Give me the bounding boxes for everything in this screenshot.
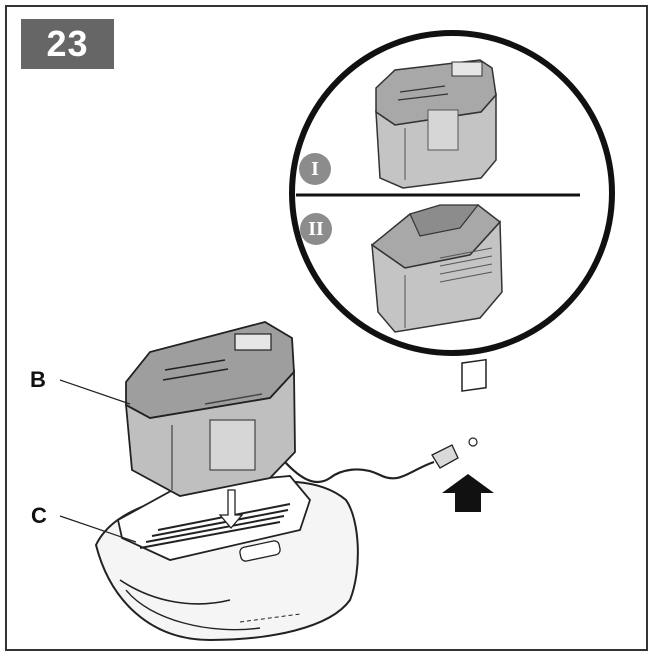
battery-leader-line (59, 379, 131, 405)
insert-battery-arrow (218, 489, 244, 530)
battery-pack (124, 321, 296, 497)
battery-variant-two (370, 204, 503, 333)
charger-leader-line (59, 515, 137, 543)
charger-base (94, 475, 359, 642)
insert-plug-arrow (442, 474, 494, 512)
variant-one-marker: I (299, 153, 331, 185)
charger-callout-label: C (31, 503, 47, 528)
wall-socket (461, 358, 487, 447)
variant-two-marker: II (300, 213, 332, 245)
figure-frame (5, 5, 648, 651)
battery-callout-label: B (30, 367, 46, 392)
detail-circle (289, 30, 615, 356)
battery-variant-one (375, 59, 497, 189)
mains-plug (431, 444, 459, 469)
step-number-badge: 23 (21, 19, 114, 69)
